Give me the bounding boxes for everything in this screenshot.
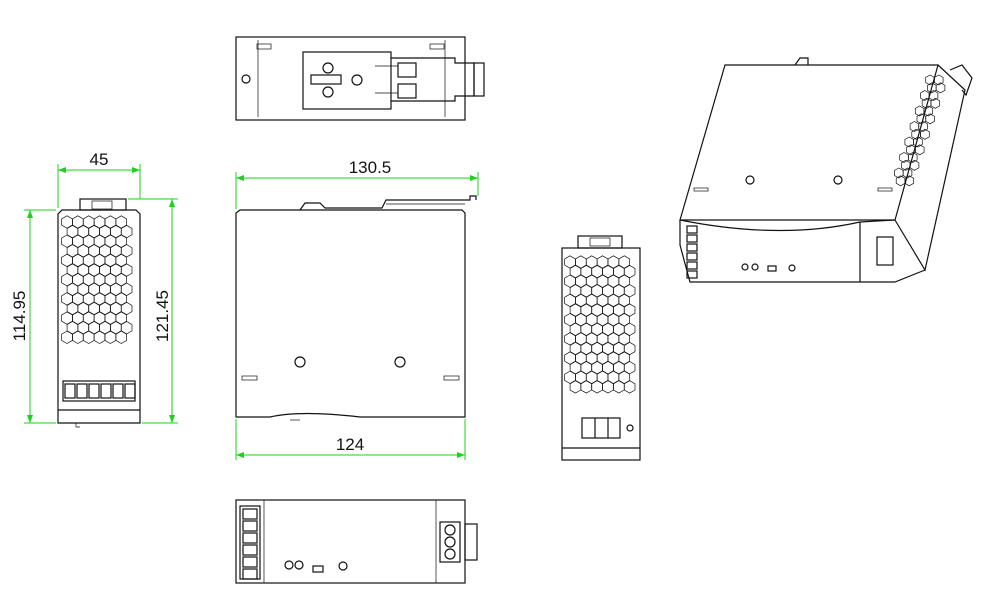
terminal-cell	[686, 261, 698, 270]
vent-hole	[623, 380, 636, 394]
terminal-cell	[686, 270, 698, 279]
terminal-cell	[112, 383, 124, 399]
vent-hole	[923, 105, 934, 117]
vent-hole	[935, 82, 946, 94]
dimension-114-95: 114.95	[10, 209, 56, 424]
vent-hole	[920, 128, 930, 140]
dimension-label: 121.45	[153, 290, 172, 342]
terminal-cell	[124, 383, 136, 399]
rear-view	[561, 235, 641, 461]
vent-hole	[918, 121, 928, 132]
screw-icon	[294, 356, 306, 368]
front-view	[57, 198, 141, 428]
vent-hole	[908, 152, 918, 163]
potentiometer-icon	[294, 560, 304, 570]
vent-honeycomb	[61, 215, 133, 344]
dimension-label: 130.5	[349, 158, 392, 177]
vent-hole	[613, 380, 625, 394]
terminal-cell	[242, 520, 258, 532]
terminal-cell	[686, 252, 698, 261]
vent-hole	[913, 136, 923, 148]
dimension-label: 45	[90, 150, 109, 169]
terminal-cell	[100, 383, 112, 399]
dimension-label: 124	[336, 435, 364, 454]
vent-hole	[72, 330, 84, 344]
top-view	[235, 36, 485, 121]
dimension-121-45: 121.45	[128, 198, 178, 424]
vent-hole	[591, 380, 603, 394]
vent-hole	[61, 330, 73, 344]
vent-hole	[93, 330, 106, 344]
terminal-cell	[64, 383, 76, 399]
vent-hole	[904, 175, 915, 187]
terminal-cell	[242, 544, 258, 556]
terminal-cell	[242, 556, 258, 568]
terminal-cell	[88, 383, 100, 399]
bottom-view	[235, 499, 478, 584]
terminal-cell	[242, 568, 258, 580]
isometric-view	[679, 57, 973, 283]
led-icon	[284, 560, 294, 570]
terminal-cell	[76, 383, 88, 399]
vent-hole	[934, 74, 944, 86]
dimension-label: 114.95	[10, 291, 29, 342]
terminal-block	[62, 380, 136, 402]
vent-hole	[104, 330, 117, 344]
vent-hole	[602, 380, 614, 394]
vent-hole	[928, 90, 939, 101]
vent-hole	[915, 144, 925, 156]
terminal-cell	[686, 234, 698, 243]
vent-hole	[82, 330, 95, 344]
vent-hole	[580, 380, 592, 394]
dimension-45: 45	[57, 150, 141, 208]
vent-hole	[115, 330, 127, 344]
terminal-cell	[686, 243, 698, 252]
vent-hole	[569, 380, 582, 394]
screw-icon	[241, 74, 251, 84]
terminal-cell	[686, 225, 698, 234]
screw-icon	[394, 356, 406, 368]
vent-hole	[925, 113, 935, 125]
vent-hole	[909, 159, 920, 171]
dimension-124: 124	[235, 419, 466, 460]
terminal-cell	[242, 532, 258, 544]
connector-icon	[338, 561, 348, 571]
dimension-130-5: 130.5	[235, 158, 479, 209]
vent-hole	[902, 167, 913, 179]
terminal-cell	[242, 508, 258, 520]
vent-hole	[930, 97, 941, 109]
switch-icon	[312, 565, 324, 573]
side-view	[235, 195, 477, 421]
